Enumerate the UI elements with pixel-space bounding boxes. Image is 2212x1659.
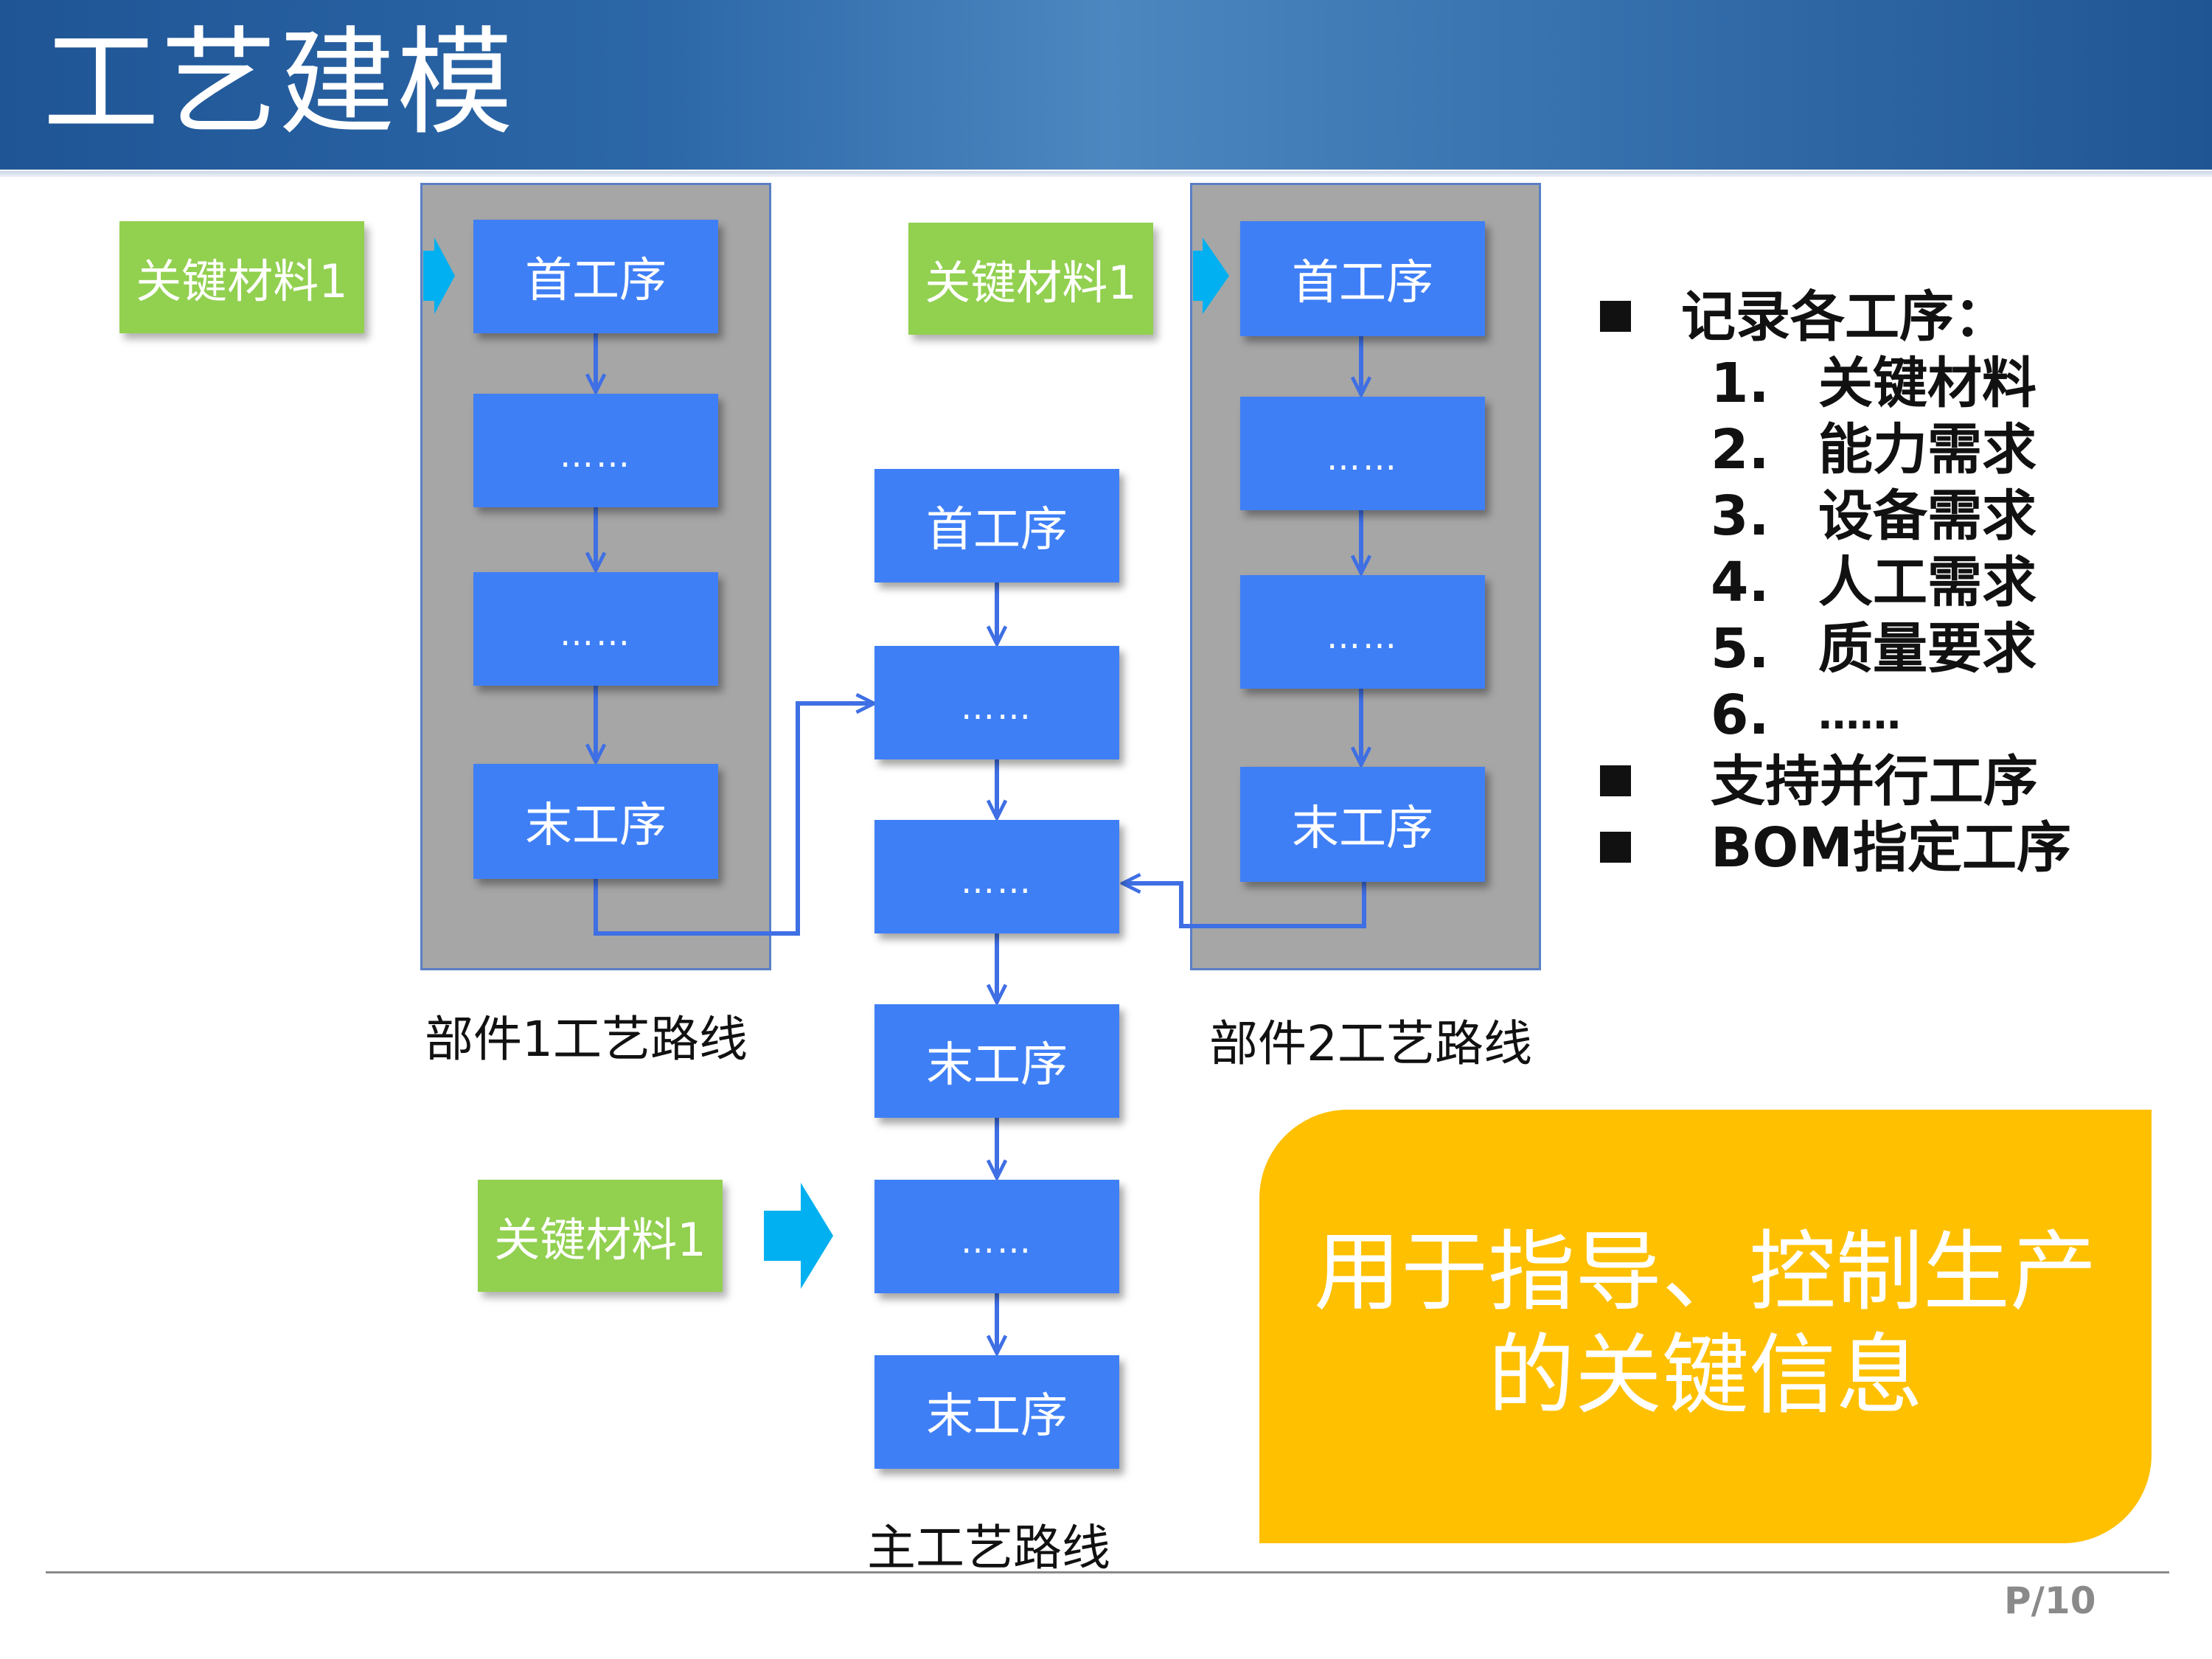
route1-material-box: 关键材料1 — [119, 221, 364, 333]
main-step-3: …… — [874, 820, 1119, 933]
route2-step-first: 首工序 — [1240, 221, 1485, 336]
route2-step-3: …… — [1240, 575, 1485, 689]
route2-material-feed-arrow — [1193, 237, 1229, 314]
main-step-last: 末工序 — [874, 1355, 1119, 1469]
bullet-square-icon — [1600, 765, 1631, 796]
route1-material-feed-arrow — [423, 237, 455, 314]
bullet-square-icon — [1600, 301, 1631, 332]
callout-text: 用于指导、控制生产 的关键信息 — [1259, 1220, 2152, 1427]
callout-line-2: 的关键信息 — [1487, 1324, 1923, 1426]
title-bar: 工艺建模 — [0, 0, 2212, 170]
page-title: 工艺建模 — [43, 15, 515, 151]
main-material-box: 关键材料1 — [478, 1180, 723, 1292]
route1-step-last: 末工序 — [473, 764, 718, 879]
main-step-5: …… — [874, 1180, 1119, 1293]
main-step-2: …… — [874, 646, 1119, 759]
page-number: P/10 — [2004, 1579, 2096, 1622]
route1-step-first: 首工序 — [473, 220, 718, 333]
route2-step-last: 末工序 — [1240, 767, 1485, 882]
route1-step-2: …… — [473, 394, 718, 507]
route1-step-3: …… — [473, 572, 718, 686]
main-material-feed-arrow — [764, 1183, 833, 1289]
callout-line-1: 用于指导、控制生产 — [1313, 1221, 2097, 1323]
route2-to-main-connector — [1124, 882, 1366, 928]
main-route-label: 主工艺路线 — [867, 1520, 1110, 1576]
main-step-first: 首工序 — [874, 469, 1119, 582]
route1-to-main-connector — [594, 703, 873, 936]
route1-label: 部件1工艺路线 — [425, 1011, 748, 1068]
main-step-4: 末工序 — [874, 1004, 1119, 1118]
footer-divider — [46, 1571, 2169, 1573]
title-bar-underline — [0, 171, 2212, 177]
route2-label: 部件2工艺路线 — [1209, 1015, 1532, 1072]
route2-step-2: …… — [1240, 397, 1485, 510]
key-info-callout: 用于指导、控制生产 的关键信息 — [1259, 1110, 2152, 1543]
bullet-square-icon — [1600, 832, 1631, 863]
route2-material-box: 关键材料1 — [908, 223, 1153, 335]
notes-heading: 记录各工序： — [1681, 285, 2008, 349]
